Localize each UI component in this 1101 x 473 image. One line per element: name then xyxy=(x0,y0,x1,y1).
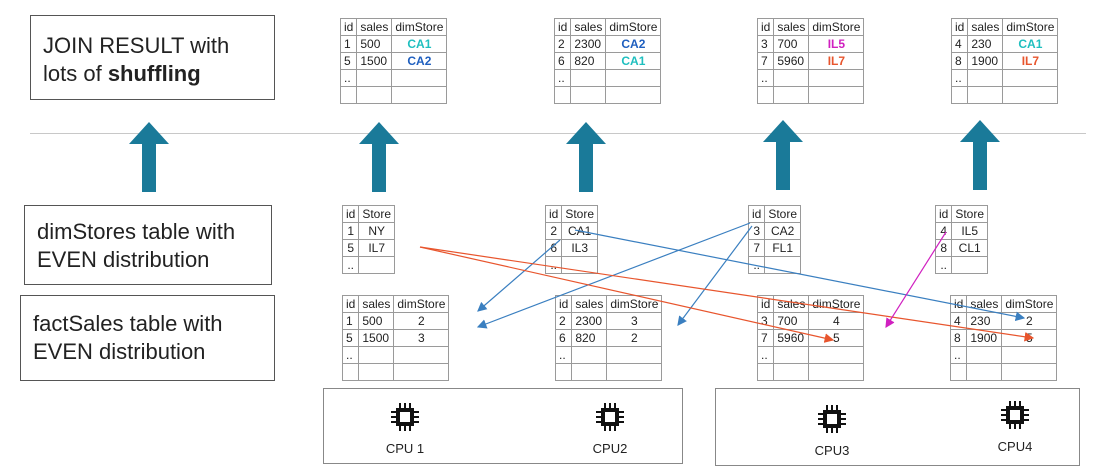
join-result-line2: lots of xyxy=(43,61,108,86)
up-arrow-icon xyxy=(763,120,803,190)
join-result-label-box: JOIN RESULT with lots of shuffling xyxy=(30,15,275,100)
factsales-label-box: factSales table with EVEN distribution xyxy=(20,295,275,381)
cpu-label: CPU4 xyxy=(997,439,1033,454)
cpu-3: CPU3 xyxy=(802,404,862,458)
cpu-label: CPU 1 xyxy=(385,441,425,456)
cpu-chip-icon xyxy=(1001,401,1029,429)
cpu-1: CPU 1 xyxy=(375,402,435,456)
cpu-label: CPU3 xyxy=(814,443,850,458)
cpu-2: CPU2 xyxy=(580,402,640,456)
cpu-label: CPU2 xyxy=(592,441,628,456)
up-arrow-icon xyxy=(566,122,606,192)
up-arrow-icon xyxy=(359,122,399,192)
up-arrow-icon xyxy=(960,120,1000,190)
dimstores-line1: dimStores table with xyxy=(37,219,236,244)
cpu-chip-icon xyxy=(391,403,419,431)
shuffling-emphasis: shuffling xyxy=(107,61,201,86)
cpu-node-box-1 xyxy=(323,388,683,464)
divider-line xyxy=(30,133,1086,134)
cpu-chip-icon xyxy=(596,403,624,431)
factsales-line2: EVEN distribution xyxy=(33,339,206,364)
up-arrow-icon xyxy=(129,122,169,192)
shuffle-line xyxy=(677,225,753,326)
dimstores-label-box: dimStores table with EVEN distribution xyxy=(24,205,272,285)
cpu-chip-icon xyxy=(818,405,846,433)
cpu-4: CPU4 xyxy=(985,400,1045,454)
factsales-line1: factSales table with xyxy=(33,311,223,336)
join-result-line1: JOIN RESULT with xyxy=(43,33,230,58)
dimstores-line2: EVEN distribution xyxy=(37,247,210,272)
